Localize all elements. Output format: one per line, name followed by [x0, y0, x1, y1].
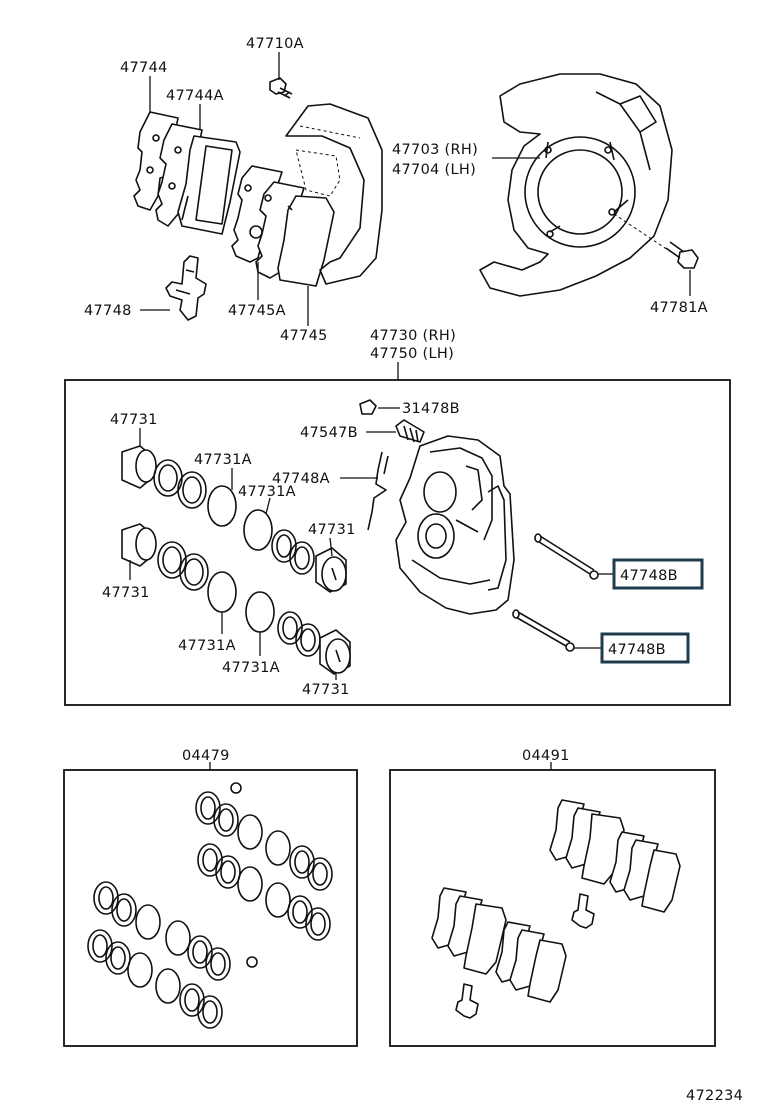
label-caliper-rh: 47730 (RH): [370, 328, 456, 344]
label-pin-2: 47748B: [608, 642, 666, 658]
label-pad-outer: 47744: [120, 60, 168, 76]
label-kit-pad: 04491: [522, 748, 570, 764]
caliper-assembly-box: [64, 379, 731, 706]
label-kit-seal: 04479: [182, 748, 230, 764]
label-dust-cover-rh: 47703 (RH): [392, 142, 478, 158]
label-pad-inner: 47745: [280, 328, 328, 344]
label-caliper-lh: 47750 (LH): [370, 346, 454, 362]
label-piston-1: 47731: [110, 412, 158, 428]
bleeder-icon: [359, 399, 425, 443]
label-piston-2: 47731: [308, 522, 356, 538]
seal-kit-icon: [87, 782, 333, 1029]
label-bleeder-plug: 47547B: [300, 425, 358, 441]
caliper-body-icon: [395, 435, 515, 615]
pad-kit-box: [389, 769, 716, 1047]
leader-lines-top: [140, 52, 691, 380]
pad-kit-icon: [431, 799, 681, 1019]
label-piston-3: 47731: [102, 585, 150, 601]
bolt-icon: [269, 77, 293, 99]
label-bolt-top: 47710A: [246, 36, 304, 52]
dust-cover-icon: [479, 73, 673, 297]
shim-clip-icon: [165, 255, 207, 321]
pin-label-highlight[interactable]: [600, 632, 690, 664]
label-seal-3: 47731A: [178, 638, 236, 654]
label-shim-clip: 47748: [84, 303, 132, 319]
caliper-reference-outline: [285, 103, 383, 285]
leader-lines-caliper: [129, 428, 337, 680]
bolt-icon: [613, 213, 699, 269]
label-seal-1: 47731A: [194, 452, 252, 468]
label-dust-cover-lh: 47704 (LH): [392, 162, 476, 178]
brake-pads-group: [133, 111, 335, 287]
label-pin-1: 47748B: [620, 568, 678, 584]
pin-icon: [512, 533, 614, 652]
label-pad-outer-a: 47744A: [166, 88, 224, 104]
diagram-number: 472234: [686, 1088, 743, 1104]
label-seal-2: 47731A: [238, 484, 296, 500]
label-seal-4: 47731A: [222, 660, 280, 676]
label-pad-inner-a: 47745A: [228, 303, 286, 319]
pin-label-highlight[interactable]: [612, 558, 704, 590]
label-piston-4: 47731: [302, 682, 350, 698]
piston-seal-set: [121, 523, 351, 675]
label-spring: 47748A: [272, 471, 330, 487]
spring-icon: [340, 451, 389, 531]
piston-seal-set: [121, 445, 347, 593]
label-bolt-cover: 47781A: [650, 300, 708, 316]
seal-kit-box: [63, 769, 358, 1047]
label-bleeder-cap: 31478B: [402, 401, 460, 417]
